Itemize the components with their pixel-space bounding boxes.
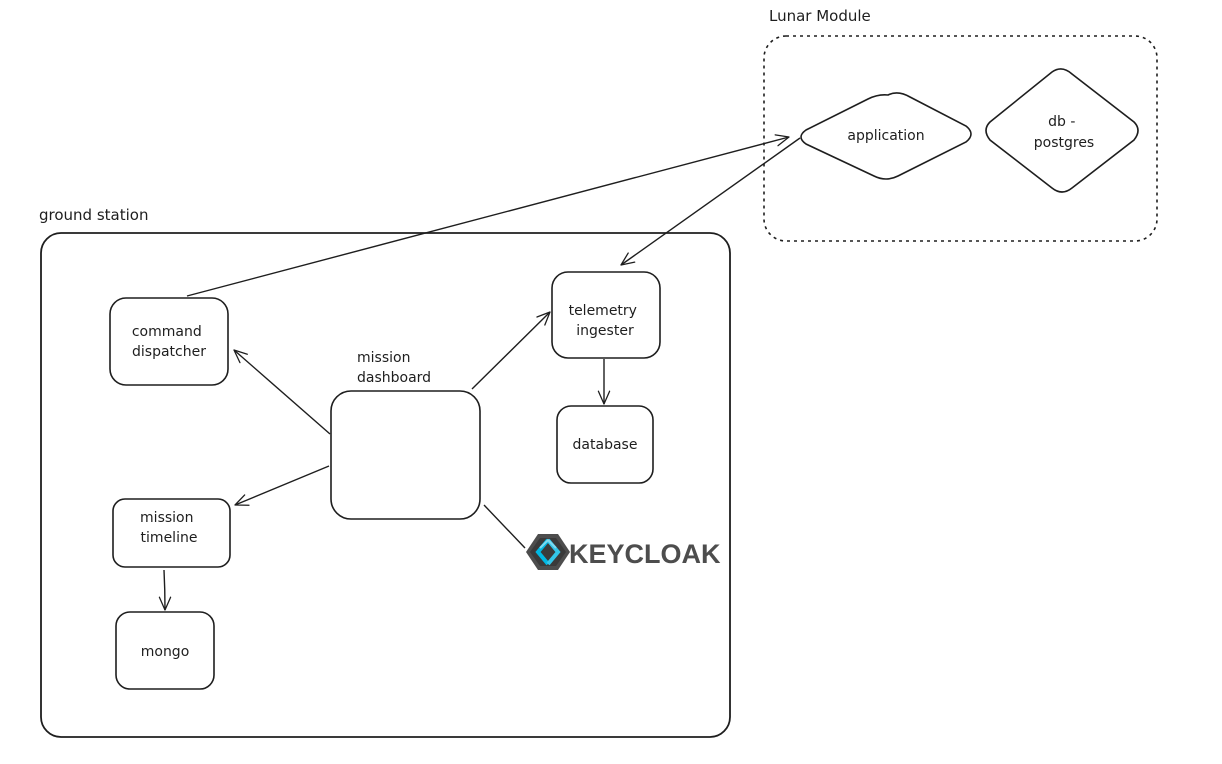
mongo-node[interactable]: mongo — [115, 611, 215, 690]
telemetry-ingester-node[interactable]: telemetry ingester — [551, 271, 661, 359]
edge-dashboard-to-keycloak — [483, 504, 526, 549]
ground-station-label: ground station — [39, 206, 148, 224]
database-label: database — [573, 437, 638, 453]
lunar-module-group — [763, 35, 1158, 242]
edge-application-to-telemetry-ingester — [620, 137, 801, 266]
edge-mission-timeline-to-mongo — [158, 569, 172, 611]
edge-dashboard-to-telemetry-ingester — [471, 311, 551, 390]
mission-dashboard-label: mission dashboard — [357, 350, 431, 386]
db-postgres-node[interactable]: db - postgres — [985, 68, 1139, 193]
keycloak-logo: KEYCLOAK — [526, 534, 721, 570]
keycloak-logo-icon — [526, 534, 570, 570]
lunar-module-label: Lunar Module — [769, 7, 871, 25]
application-label: application — [847, 128, 924, 144]
command-dispatcher-node[interactable]: command dispatcher — [109, 297, 229, 386]
edge-command-dispatcher-to-application — [186, 134, 790, 297]
ground-station-group — [40, 232, 731, 738]
application-node[interactable]: application — [800, 92, 972, 180]
edge-dashboard-to-mission-timeline — [234, 465, 330, 506]
mission-timeline-label: mission timeline — [140, 510, 198, 546]
telemetry-ingester-label: telemetry ingester — [569, 303, 642, 339]
edge-dashboard-to-command-dispatcher — [233, 349, 331, 435]
db-postgres-label: db - postgres — [1034, 114, 1094, 151]
mission-dashboard-node[interactable]: mission dashboard — [330, 350, 481, 520]
command-dispatcher-label: command dispatcher — [132, 324, 206, 360]
mission-timeline-node[interactable]: mission timeline — [112, 498, 231, 568]
database-node[interactable]: database — [556, 405, 654, 484]
keycloak-logo-text: KEYCLOAK — [569, 539, 721, 569]
mongo-label: mongo — [141, 644, 190, 660]
